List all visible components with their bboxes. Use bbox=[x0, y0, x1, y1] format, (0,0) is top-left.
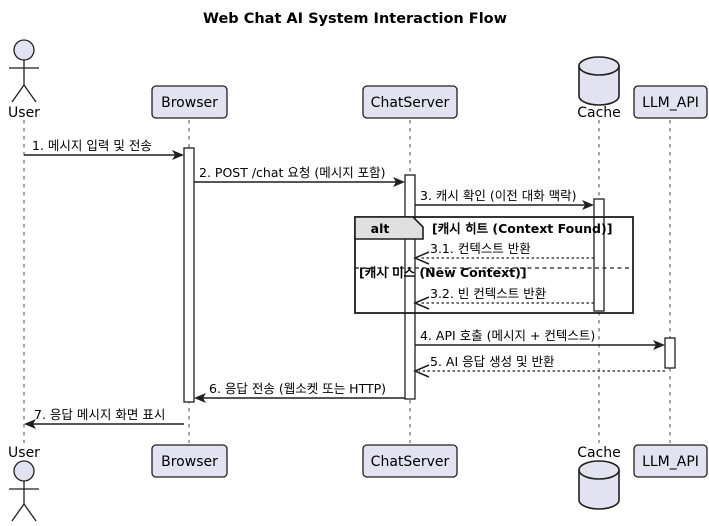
participant-label-cache-top: Cache bbox=[577, 105, 621, 121]
message-arrowhead-3-2 bbox=[413, 296, 430, 310]
fragment-operator-tab bbox=[354, 216, 424, 240]
message-arrowhead-1 bbox=[172, 150, 184, 160]
participant-chatserver-bottom[interactable]: ChatServer bbox=[362, 444, 458, 478]
message-arrowhead-7 bbox=[24, 419, 36, 429]
database-cylinder-body-icon-bottom bbox=[578, 469, 620, 510]
database-cylinder-body-icon bbox=[578, 65, 620, 106]
participant-browser-bottom[interactable]: Browser bbox=[151, 444, 228, 478]
message-arrowhead-5 bbox=[413, 364, 430, 378]
participant-label-chatserver-bottom: ChatServer bbox=[371, 454, 450, 470]
message-1[interactable]: 1. 메시지 입력 및 전송 bbox=[24, 138, 184, 160]
message-arrowhead-3 bbox=[582, 200, 594, 210]
message-3-2[interactable]: 3.2. 빈 컨텍스트 반환 bbox=[413, 286, 594, 310]
participant-box-llm-api-bottom bbox=[633, 444, 708, 478]
participant-label-llm-api-top: LLM_API bbox=[642, 95, 699, 111]
fragment-operator-label: alt bbox=[371, 221, 390, 236]
message-label-1: 1. 메시지 입력 및 전송 bbox=[32, 138, 152, 153]
participant-browser-top[interactable]: Browser bbox=[151, 85, 228, 119]
message-3-1[interactable]: 3.1. 컨텍스트 반환 bbox=[413, 241, 594, 265]
activation-bar-chatserver bbox=[404, 174, 416, 400]
page-title: Web Chat AI System Interaction Flow bbox=[203, 11, 507, 27]
message-label-6: 6. 응답 전송 (웹소켓 또는 HTTP) bbox=[209, 381, 386, 396]
actor-head-icon bbox=[13, 39, 35, 61]
participant-llm-api-bottom[interactable]: LLM_API bbox=[633, 444, 708, 478]
participant-label-chatserver-top: ChatServer bbox=[371, 95, 450, 111]
message-arrowhead-6 bbox=[194, 393, 206, 403]
participant-box-browser-bottom bbox=[151, 444, 228, 478]
message-label-3-1: 3.1. 컨텍스트 반환 bbox=[430, 241, 531, 256]
message-arrowhead-2 bbox=[393, 177, 405, 187]
fragment-border bbox=[354, 216, 634, 314]
actor-leg-right-icon bbox=[23, 84, 37, 103]
message-arrowhead-3-1 bbox=[413, 251, 430, 265]
participant-box-llm-api-top bbox=[633, 85, 708, 119]
actor-leg-left-icon bbox=[11, 84, 25, 103]
participant-label-browser-top: Browser bbox=[161, 95, 218, 111]
message-arrowhead-4 bbox=[653, 340, 665, 350]
combined-fragment-alt: alt [캐시 히트 (Context Found)] [캐시 미스 (New … bbox=[354, 216, 634, 314]
message-label-3-2: 3.2. 빈 컨텍스트 반환 bbox=[430, 286, 547, 301]
activation-bar-llm-api bbox=[664, 337, 676, 369]
actor-leg-right-icon-bottom bbox=[23, 503, 37, 522]
participant-box-chatserver-bottom bbox=[362, 444, 458, 478]
message-label-7: 7. 응답 메시지 화면 표시 bbox=[34, 407, 165, 422]
participant-chatserver-top[interactable]: ChatServer bbox=[362, 85, 458, 119]
message-label-2: 2. POST /chat 요청 (메시지 포함) bbox=[199, 165, 386, 180]
activation-bar-browser bbox=[183, 147, 195, 403]
participant-cache-bottom[interactable]: Cache bbox=[577, 445, 621, 510]
message-label-3: 3. 캐시 확인 (이전 대화 맥락) bbox=[420, 188, 577, 203]
message-6[interactable]: 6. 응답 전송 (웹소켓 또는 HTTP) bbox=[194, 381, 405, 403]
participant-label-user-top: User bbox=[8, 105, 40, 121]
message-label-4: 4. API 호출 (메시지 + 컨텍스트) bbox=[420, 328, 595, 343]
actor-head-icon-bottom bbox=[13, 460, 35, 482]
message-7[interactable]: 7. 응답 메시지 화면 표시 bbox=[24, 407, 184, 429]
database-cylinder-top-icon-bottom bbox=[578, 460, 620, 480]
participant-label-llm-api-bottom: LLM_API bbox=[642, 454, 699, 470]
participant-user-top[interactable]: User bbox=[8, 39, 40, 121]
activation-bar-cache bbox=[593, 198, 605, 312]
actor-leg-left-icon-bottom bbox=[11, 503, 25, 522]
message-4[interactable]: 4. API 호출 (메시지 + 컨텍스트) bbox=[415, 328, 665, 350]
participant-user-bottom[interactable]: User bbox=[8, 445, 40, 522]
participant-label-user-bottom: User bbox=[8, 445, 40, 461]
message-2[interactable]: 2. POST /chat 요청 (메시지 포함) bbox=[194, 165, 405, 187]
participant-label-cache-bottom: Cache bbox=[577, 445, 621, 461]
message-3[interactable]: 3. 캐시 확인 (이전 대화 맥락) bbox=[415, 188, 594, 210]
participant-cache-top[interactable]: Cache bbox=[577, 56, 621, 121]
participant-box-chatserver-top bbox=[362, 85, 458, 119]
participant-llm-api-top[interactable]: LLM_API bbox=[633, 85, 708, 119]
message-5[interactable]: 5. AI 응답 생성 및 반환 bbox=[413, 354, 665, 378]
message-label-5: 5. AI 응답 생성 및 반환 bbox=[430, 354, 555, 369]
fragment-guard-if: [캐시 히트 (Context Found)] bbox=[432, 221, 612, 236]
participant-box-browser-top bbox=[151, 85, 228, 119]
fragment-guard-else: [캐시 미스 (New Context)] bbox=[359, 265, 527, 280]
database-cylinder-top-icon bbox=[578, 56, 620, 76]
participant-label-browser-bottom: Browser bbox=[161, 454, 218, 470]
